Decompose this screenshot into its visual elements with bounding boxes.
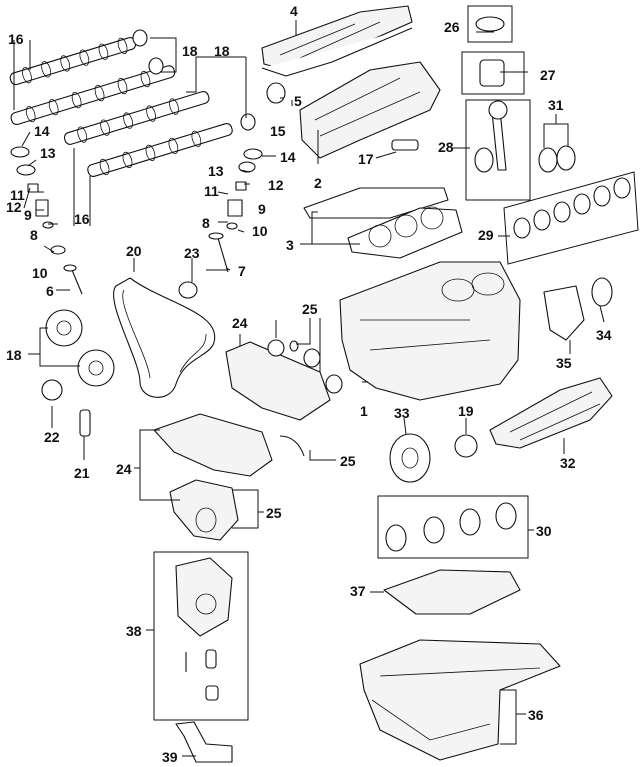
oil-pan (359, 639, 561, 761)
callout-31: 31 (548, 97, 564, 113)
oil-pump (153, 551, 249, 763)
callout-21: 21 (74, 465, 90, 481)
engine-block (339, 261, 521, 401)
rear-seal (543, 277, 613, 341)
callout-25-front-lower: 25 (266, 505, 282, 521)
callout-27: 27 (540, 67, 556, 83)
valve-train-left (10, 146, 83, 295)
callout-35: 35 (556, 355, 572, 371)
callout-10-middle: 10 (252, 223, 268, 239)
callout-39: 39 (162, 749, 178, 765)
cam-sprockets (41, 309, 115, 437)
callout-28: 28 (438, 139, 454, 155)
callout-labels: 1 2 3 4 5 6 7 8 8 9 9 10 10 11 11 12 12 … (6, 3, 612, 765)
callout-9-left: 9 (24, 207, 32, 223)
callout-38: 38 (126, 623, 142, 639)
timing-belt (113, 277, 216, 398)
callout-22: 22 (44, 429, 60, 445)
valve-train-middle (208, 148, 263, 273)
callout-12-middle: 12 (268, 177, 284, 193)
callout-16-top: 16 (8, 31, 24, 47)
callout-32: 32 (560, 455, 576, 471)
callout-6: 6 (46, 283, 54, 299)
callout-14-middle: 14 (280, 149, 296, 165)
callout-18-middle: 18 (214, 43, 230, 59)
leader-lines (13, 20, 605, 757)
callout-18-camshaft: 18 (182, 43, 198, 59)
timing-cover-rear (225, 339, 343, 421)
callout-19: 19 (458, 403, 474, 419)
baffle-plate (383, 569, 521, 615)
callout-17: 17 (358, 151, 374, 167)
cylinder-head (299, 61, 441, 159)
callout-24-rear: 24 (232, 315, 248, 331)
callout-13-left: 13 (40, 145, 56, 161)
callout-1: 1 (360, 403, 368, 419)
callout-9-middle: 9 (258, 201, 266, 217)
callout-14-left: 14 (34, 123, 50, 139)
callout-16-bottom: 16 (74, 211, 90, 227)
timing-cover-front (153, 413, 305, 541)
callout-15: 15 (270, 123, 286, 139)
callout-37: 37 (350, 583, 366, 599)
callout-2: 2 (314, 175, 322, 191)
callout-36: 36 (528, 707, 544, 723)
callout-26: 26 (444, 19, 460, 35)
camshaft-group (9, 29, 256, 177)
callout-30: 30 (536, 523, 552, 539)
callout-8-middle: 8 (202, 215, 210, 231)
callout-25-rear: 25 (302, 301, 318, 317)
callout-11-left: 11 (10, 187, 25, 203)
callout-10-left: 10 (32, 265, 48, 281)
callout-3: 3 (286, 237, 294, 253)
callout-13-middle: 13 (208, 163, 224, 179)
callout-12-left: 12 (6, 199, 22, 215)
callout-11-middle: 11 (204, 183, 219, 199)
callout-18-sprocket: 18 (6, 347, 22, 363)
callout-34: 34 (596, 327, 612, 343)
callout-33: 33 (394, 405, 410, 421)
callout-23: 23 (184, 245, 200, 261)
callout-7: 7 (238, 263, 246, 279)
callout-24-front: 24 (116, 461, 132, 477)
valve-cover (261, 5, 413, 104)
main-bearings (377, 495, 529, 559)
callout-8-left: 8 (30, 227, 38, 243)
callout-25-front-upper: 25 (340, 453, 356, 469)
head-gaskets (303, 187, 463, 259)
crank-assembly (389, 377, 613, 483)
callout-20: 20 (126, 243, 142, 259)
callout-4: 4 (290, 3, 298, 19)
piston-assembly (461, 5, 639, 265)
callout-5: 5 (294, 93, 302, 109)
callout-29: 29 (478, 227, 494, 243)
